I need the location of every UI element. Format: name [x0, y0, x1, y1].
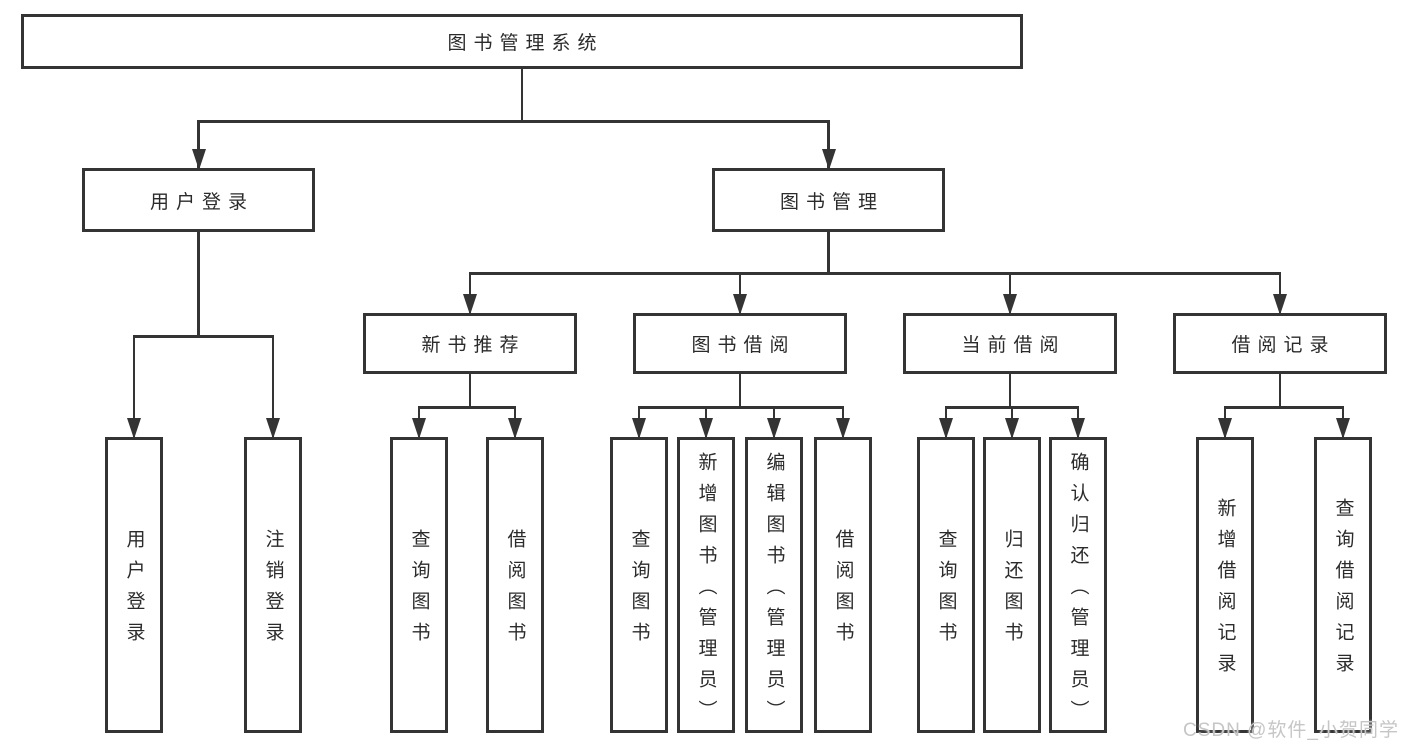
connector-stem-current-borrow: [1008, 374, 1012, 409]
node-label-root: 图书管理系统: [447, 33, 604, 54]
connector-drop-new-book-rec: [468, 272, 472, 313]
node-label-nbr-query: 查询图书: [408, 529, 430, 653]
arrowhead-logout: [266, 418, 280, 439]
arrowhead-current-borrow: [1003, 294, 1017, 315]
arrowhead-bb-query: [632, 418, 646, 439]
node-box-book-borrow: 图书借阅: [633, 313, 847, 374]
node-box-br-add: 新增借阅记录: [1196, 437, 1254, 733]
node-label-bb-add: 新增图书（管理员）: [695, 451, 717, 731]
node-label-cb-confirm: 确认归还（管理员）: [1067, 451, 1089, 731]
arrowhead-book-mgmt: [821, 149, 836, 170]
connector-stem-book-mgmt: [827, 232, 830, 275]
node-label-cb-return: 归还图书: [1001, 529, 1023, 653]
arrowhead-user-login: [191, 149, 206, 170]
connector-drop-book-mgmt: [827, 120, 830, 168]
node-label-user-login: 用户登录: [149, 191, 254, 213]
node-label-bb-borrow: 借阅图书: [832, 529, 854, 653]
node-box-nbr-query: 查询图书: [390, 437, 448, 733]
node-label-cb-query: 查询图书: [935, 529, 957, 653]
connector-drop-logout: [271, 335, 275, 437]
connector-bar-book-borrow: [637, 406, 845, 409]
node-label-br-add: 新增借阅记录: [1214, 498, 1236, 684]
arrowhead-login: [127, 418, 141, 439]
arrowhead-new-book-rec: [463, 294, 477, 315]
node-box-logout: 注销登录: [244, 437, 302, 733]
connector-drop-user-login: [197, 120, 200, 168]
node-box-cb-confirm: 确认归还（管理员）: [1049, 437, 1107, 733]
csdn-watermark: CSDN @软件_小贺同学: [1183, 720, 1399, 741]
connector-stem-new-book-rec: [468, 374, 472, 409]
arrowhead-br-query: [1336, 418, 1350, 439]
connector-stem-book-borrow: [738, 374, 742, 409]
node-box-login: 用户登录: [105, 437, 163, 733]
node-box-current-borrow: 当前借阅: [903, 313, 1117, 374]
node-label-bb-query: 查询图书: [628, 529, 650, 653]
node-label-current-borrow: 当前借阅: [961, 335, 1066, 356]
node-label-bb-edit: 编辑图书（管理员）: [763, 451, 785, 731]
connector-drop-login: [132, 335, 136, 437]
connector-drop-book-borrow: [738, 272, 742, 313]
node-box-bb-add: 新增图书（管理员）: [677, 437, 735, 733]
node-box-user-login: 用户登录: [82, 168, 315, 232]
arrowhead-nbr-borrow: [508, 418, 522, 439]
node-label-nbr-borrow: 借阅图书: [504, 529, 526, 653]
node-box-bb-borrow: 借阅图书: [814, 437, 872, 733]
connector-bar-user-login: [132, 335, 275, 338]
connector-stem-borrow-records: [1278, 374, 1282, 409]
arrowhead-cb-confirm: [1071, 418, 1085, 439]
node-label-br-query: 查询借阅记录: [1332, 498, 1354, 684]
connector-stem-root: [520, 69, 524, 123]
connector-drop-current-borrow: [1008, 272, 1012, 313]
arrowhead-borrow-records: [1273, 294, 1287, 315]
node-box-nbr-borrow: 借阅图书: [486, 437, 544, 733]
arrowhead-bb-add: [699, 418, 713, 439]
node-box-cb-return: 归还图书: [983, 437, 1041, 733]
arrowhead-cb-return: [1005, 418, 1019, 439]
node-box-new-book-rec: 新书推荐: [363, 313, 577, 374]
arrowhead-bb-edit: [767, 418, 781, 439]
node-box-root: 图书管理系统: [21, 14, 1023, 69]
node-box-bb-edit: 编辑图书（管理员）: [745, 437, 803, 733]
node-label-new-book-rec: 新书推荐: [421, 335, 526, 356]
connector-bar-new-book-rec: [417, 406, 517, 409]
node-label-login: 用户登录: [123, 529, 145, 653]
connector-drop-borrow-records: [1278, 272, 1282, 313]
node-label-borrow-records: 借阅记录: [1231, 335, 1336, 356]
node-label-book-borrow: 图书借阅: [691, 335, 796, 356]
connector-bar-borrow-records: [1223, 406, 1345, 409]
connector-stem-user-login: [197, 232, 200, 338]
node-label-logout: 注销登录: [262, 529, 284, 653]
node-box-book-mgmt: 图书管理: [712, 168, 945, 232]
node-box-bb-query: 查询图书: [610, 437, 668, 733]
node-box-cb-query: 查询图书: [917, 437, 975, 733]
connector-bar-root: [197, 120, 830, 123]
arrowhead-book-borrow: [733, 294, 747, 315]
arrowhead-br-add: [1218, 418, 1232, 439]
arrowhead-bb-borrow: [836, 418, 850, 439]
node-label-book-mgmt: 图书管理: [779, 191, 884, 213]
arrowhead-cb-query: [939, 418, 953, 439]
connector-bar-book-mgmt: [468, 272, 1282, 275]
arrowhead-nbr-query: [412, 418, 426, 439]
node-box-borrow-records: 借阅记录: [1173, 313, 1387, 374]
node-box-br-query: 查询借阅记录: [1314, 437, 1372, 733]
